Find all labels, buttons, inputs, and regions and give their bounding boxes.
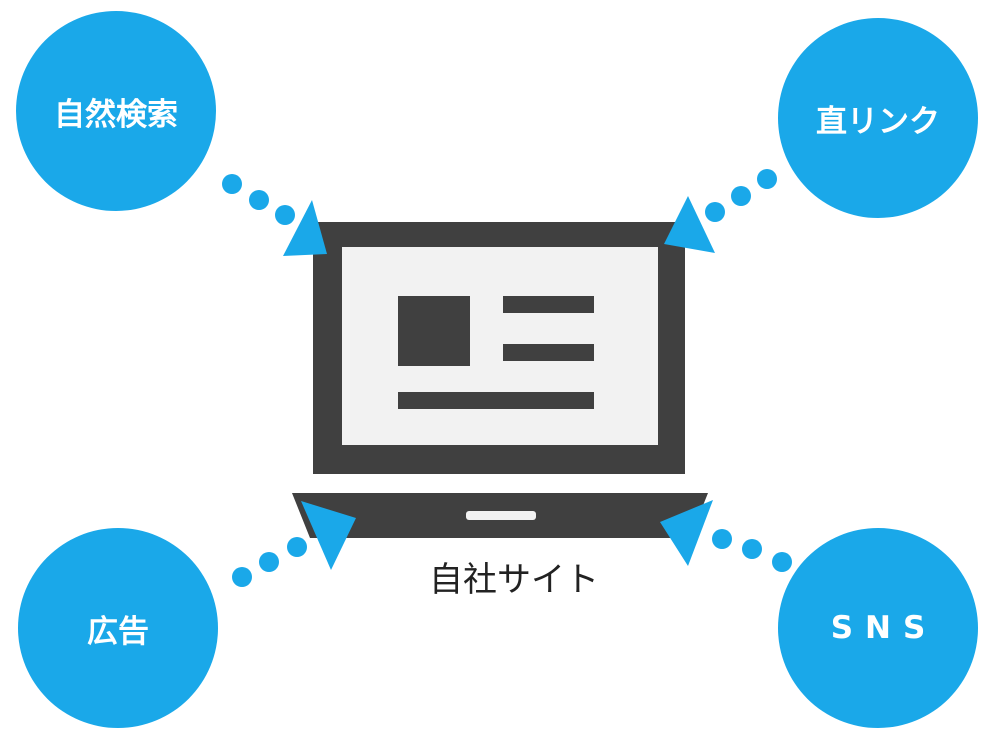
source-direct-link-label: 直リンク [816,103,940,140]
source-advertising: 広告 [18,528,218,728]
connector-dot [705,202,725,222]
connector-dot [232,567,252,587]
connector-dot [757,169,777,189]
connector-arrowhead [283,200,327,256]
laptop-icon [292,222,708,538]
connector-dot [731,186,751,206]
source-sns: SNS [778,528,978,728]
connector-dot [275,205,295,225]
connector-dot [259,552,279,572]
source-organic-search: 自然検索 [16,11,216,211]
connector-organic-search [222,174,327,256]
connector-dot [742,539,762,559]
own-site-label: 自社サイト [429,560,599,600]
connector-arrowhead [660,500,713,566]
source-direct-link: 直リンク [778,18,978,218]
connector-dot [287,537,307,557]
connector-dot [222,174,242,194]
connector-direct-link [664,169,777,253]
connector-dot [772,552,792,572]
screen-text-line-1 [503,296,594,313]
connector-arrowhead [664,196,715,253]
source-advertising-label: 広告 [87,613,149,650]
laptop-trackpad-slot [466,511,536,520]
connector-dot [249,190,269,210]
laptop-screen-display [342,247,658,445]
connector-sns [660,500,792,572]
screen-text-line-2 [503,344,594,361]
screen-text-line-3 [398,392,594,409]
connector-dot [712,529,732,549]
connector-advertising [232,501,356,587]
screen-image-block [398,296,470,366]
source-organic-search-label: 自然検索 [54,96,178,133]
connector-arrowhead [301,501,356,570]
source-sns-label: SNS [830,610,938,646]
